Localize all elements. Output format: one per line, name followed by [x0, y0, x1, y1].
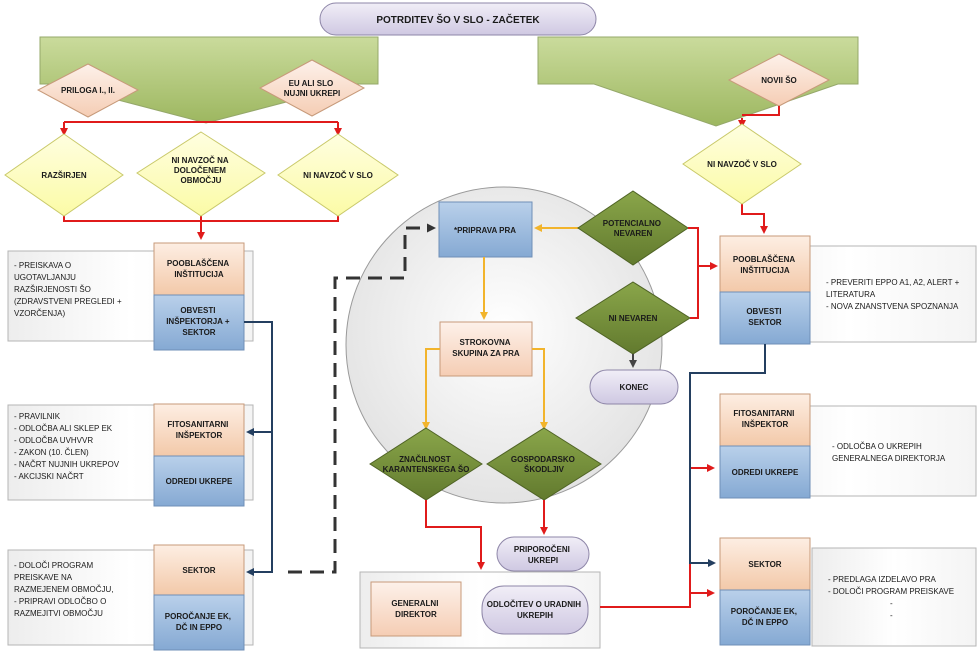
generalni-direktor-box[interactable]	[370, 581, 462, 637]
konec-label: KONEC	[620, 383, 649, 392]
eu-slo-label: EU ALI SLO NUJNI UKREPI	[284, 79, 340, 98]
left-pooblascena-institucija-label: POOBLAŠČENA INŠTITUCIJA	[167, 259, 231, 279]
right-pooblascena-institucija-box[interactable]	[719, 235, 811, 293]
left-odredi-ukrepe-label: ODREDI UKREPE	[166, 477, 233, 486]
ni-nevaren-label: NI NEVAREN	[609, 314, 658, 323]
right-fitosanitarni-inspektor-box[interactable]	[719, 393, 811, 447]
left-navy-connectors	[244, 321, 273, 576]
left-entry-arrow	[39, 36, 379, 124]
potencialno-nevaren-label: POTENCIALNO NEVAREN	[603, 219, 663, 238]
odlocitev-label: ODLOČITEV O URADNIH UKREPIH	[487, 600, 583, 620]
ni-navzoc-slo-left-label: NI NAVZOČ V SLO	[303, 171, 373, 180]
odlocitev-node[interactable]	[481, 585, 589, 635]
right-sektor-box[interactable]	[719, 537, 811, 591]
left-porocanje-box[interactable]	[153, 594, 245, 651]
dashed-connector-to-pra	[288, 223, 436, 574]
priloga-label: PRILOGA I., II.	[61, 86, 115, 95]
right-odredi-ukrepe-box[interactable]	[719, 445, 811, 499]
left-notes-3-text: - DOLOČI PROGRAM PREISKAVE NA RAZMEJENEM…	[14, 561, 116, 618]
right-obvesti-sektor-label: OBVESTI SEKTOR	[746, 307, 783, 327]
priloga-diamond[interactable]	[36, 63, 140, 118]
ni-navzoc-slo-left-diamond[interactable]	[277, 133, 399, 217]
left-obvesti-inspektorja-label: OBVESTI INŠPEKTORJA + SEKTOR	[166, 306, 232, 337]
right-red-connectors	[688, 227, 718, 319]
start-node[interactable]	[319, 2, 597, 36]
right-navy-connector	[689, 344, 766, 567]
left-notes-1-text: - PREISKAVA O UGOTAVLJANJU RAZŠIRJENOSTI…	[14, 261, 124, 318]
right-obvesti-sektor-box[interactable]	[719, 291, 811, 345]
left-obvesti-inspektorja-box[interactable]	[153, 294, 245, 351]
right-notes-3	[811, 547, 977, 647]
right-notes-3-text: - PREDLAGA IZDELAVO PRA - DOLOČI PROGRAM…	[828, 575, 956, 620]
potencialno-nevaren-diamond[interactable]	[577, 190, 689, 266]
left-fitosanitarni-inspektor-label: FITOSANITARNI INŠPEKTOR	[167, 420, 230, 440]
ni-navzoc-obmocje-diamond[interactable]	[136, 131, 266, 217]
ni-navzoc-obmocje-label: NI NAVZOČ NA DOLOČENEM OBMOČJU	[171, 156, 230, 185]
strokovna-skupina-box[interactable]	[439, 321, 533, 377]
right-notes-1-text: - PREVERITI EPPO A1, A2, ALERT + LITERAT…	[826, 278, 962, 311]
razsirjen-diamond[interactable]	[4, 133, 124, 217]
right-notes-2-text: - ODLOČBA O UKREPIH GENERALNEGA DIREKTOR…	[832, 442, 946, 463]
start-node-label: POTRDITEV ŠO V SLO - ZAČETEK	[376, 13, 540, 26]
left-odredi-ukrepe-box[interactable]	[153, 455, 245, 507]
eu-slo-diamond[interactable]	[258, 59, 366, 117]
right-pooblascena-institucija-label: POOBLAŠČENA INŠTITUCIJA	[733, 255, 797, 275]
generalni-direktor-label: GENERALNI DIREKTOR	[391, 599, 440, 619]
center-orange-connectors	[422, 224, 580, 430]
karantenski-label: ZNAČILNOST KARANTENSKEGA ŠO	[383, 455, 470, 474]
priprava-pra-box[interactable]	[438, 201, 533, 258]
right-porocanje-label: POROČANJE EK, DČ IN EPPO	[731, 607, 799, 627]
left-porocanje-label: POROČANJE EK, DČ IN EPPO	[165, 612, 233, 632]
gospodarsko-label: GOSPODARSKO ŠKODLJIV	[511, 455, 577, 474]
left-decision-connectors	[60, 121, 342, 240]
razsirjen-label: RAZŠIRJEN	[41, 171, 87, 180]
ni-navzoc-slo-right-diamond[interactable]	[682, 123, 802, 205]
priporoceni-ukrepi-label: PRIPOROČENI UKREPI	[514, 545, 572, 565]
konec-node[interactable]	[589, 369, 679, 405]
ni-navzoc-slo-right-label: NI NAVZOČ V SLO	[707, 160, 777, 169]
right-porocanje-box[interactable]	[719, 589, 811, 646]
left-notes-2-text: - PRAVILNIK - ODLOČBA ALI SKLEP EK - ODL…	[14, 412, 121, 481]
priprava-pra-label: *PRIPRAVA PRA	[454, 226, 516, 235]
left-sektor-label: SEKTOR	[182, 566, 215, 575]
right-sektor-label: SEKTOR	[748, 560, 781, 569]
strokovna-skupina-label: STROKOVNA SKUPINA ZA PRA	[452, 338, 520, 358]
left-pooblascena-institucija-box[interactable]	[153, 242, 245, 296]
novi-so-label: NOVII ŠO	[761, 76, 797, 85]
right-odredi-ukrepe-label: ODREDI UKREPE	[732, 468, 799, 477]
left-sektor-box[interactable]	[153, 544, 245, 596]
left-fitosanitarni-inspektor-box[interactable]	[153, 403, 245, 457]
priporoceni-ukrepi-node[interactable]	[496, 536, 590, 572]
right-fitosanitarni-inspektor-label: FITOSANITARNI INŠPEKTOR	[733, 409, 796, 429]
